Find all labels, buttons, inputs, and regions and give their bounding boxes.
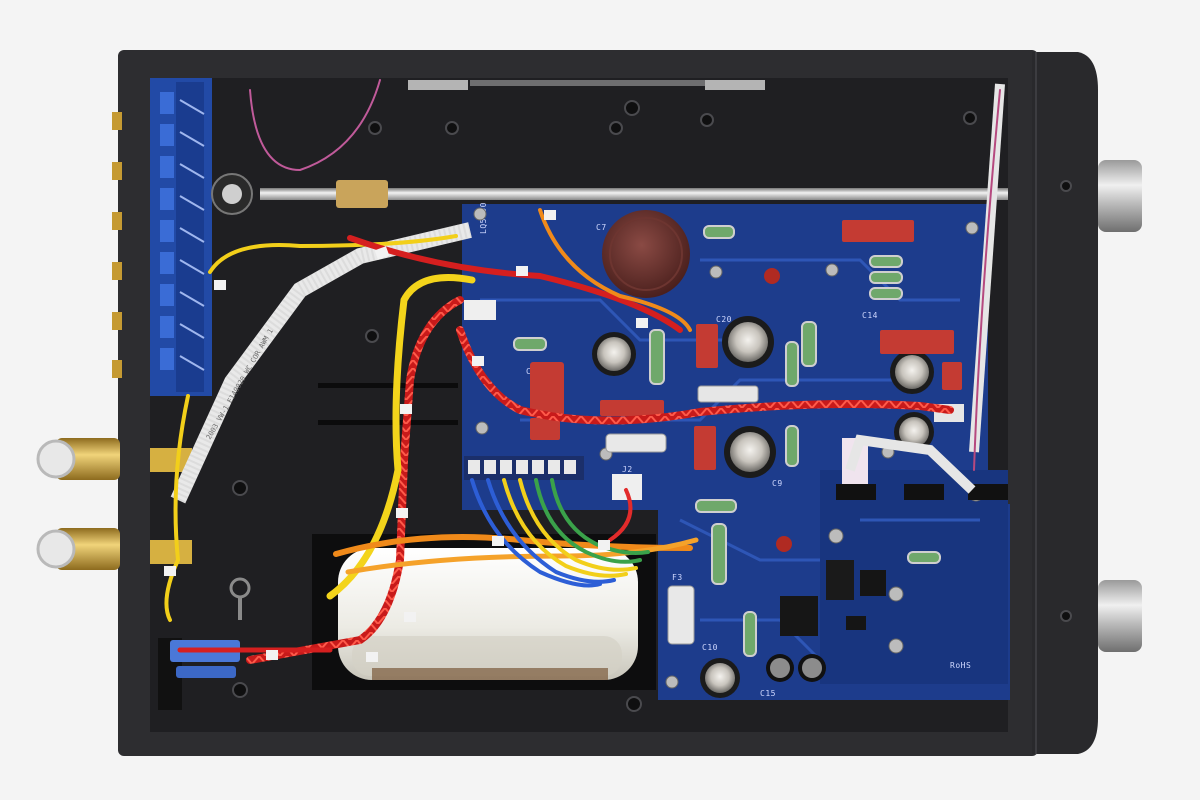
volume-shaft xyxy=(211,173,1008,215)
jack-j2-label: J2 xyxy=(622,465,633,474)
cap-c14-label: C14 xyxy=(862,311,878,320)
chassis-screws xyxy=(232,100,1072,712)
film-capacitors xyxy=(530,220,962,470)
input-selector-board xyxy=(150,78,212,396)
cap-c9-label: C9 xyxy=(772,479,783,488)
rca-output-jacks xyxy=(36,438,192,570)
ic-chips: RoHS xyxy=(846,570,971,670)
resistors xyxy=(513,225,941,657)
rohs-label: RoHS xyxy=(950,661,971,670)
cap-c20-label: C20 xyxy=(716,315,732,324)
front-panel xyxy=(1032,52,1098,754)
cap-c15-label: C15 xyxy=(760,689,776,698)
cap-c10-label: C10 xyxy=(702,643,718,652)
large-filter-capacitor: C7 xyxy=(596,210,690,298)
internal-wiring xyxy=(164,79,1001,664)
fuses: F3 xyxy=(605,385,759,645)
cable-ties xyxy=(164,210,648,662)
ribbon-headers xyxy=(836,484,1008,500)
fuse-f3-label: F3 xyxy=(672,573,683,582)
vent-slots xyxy=(318,383,458,425)
cap-c7-label: C7 xyxy=(596,223,607,232)
electrolytic-capacitors: C20 C9 C10 C15 C25 C14 xyxy=(526,311,934,698)
front-knobs xyxy=(1098,160,1142,652)
status-leds xyxy=(764,268,792,552)
rca-input-jacks xyxy=(112,112,122,378)
